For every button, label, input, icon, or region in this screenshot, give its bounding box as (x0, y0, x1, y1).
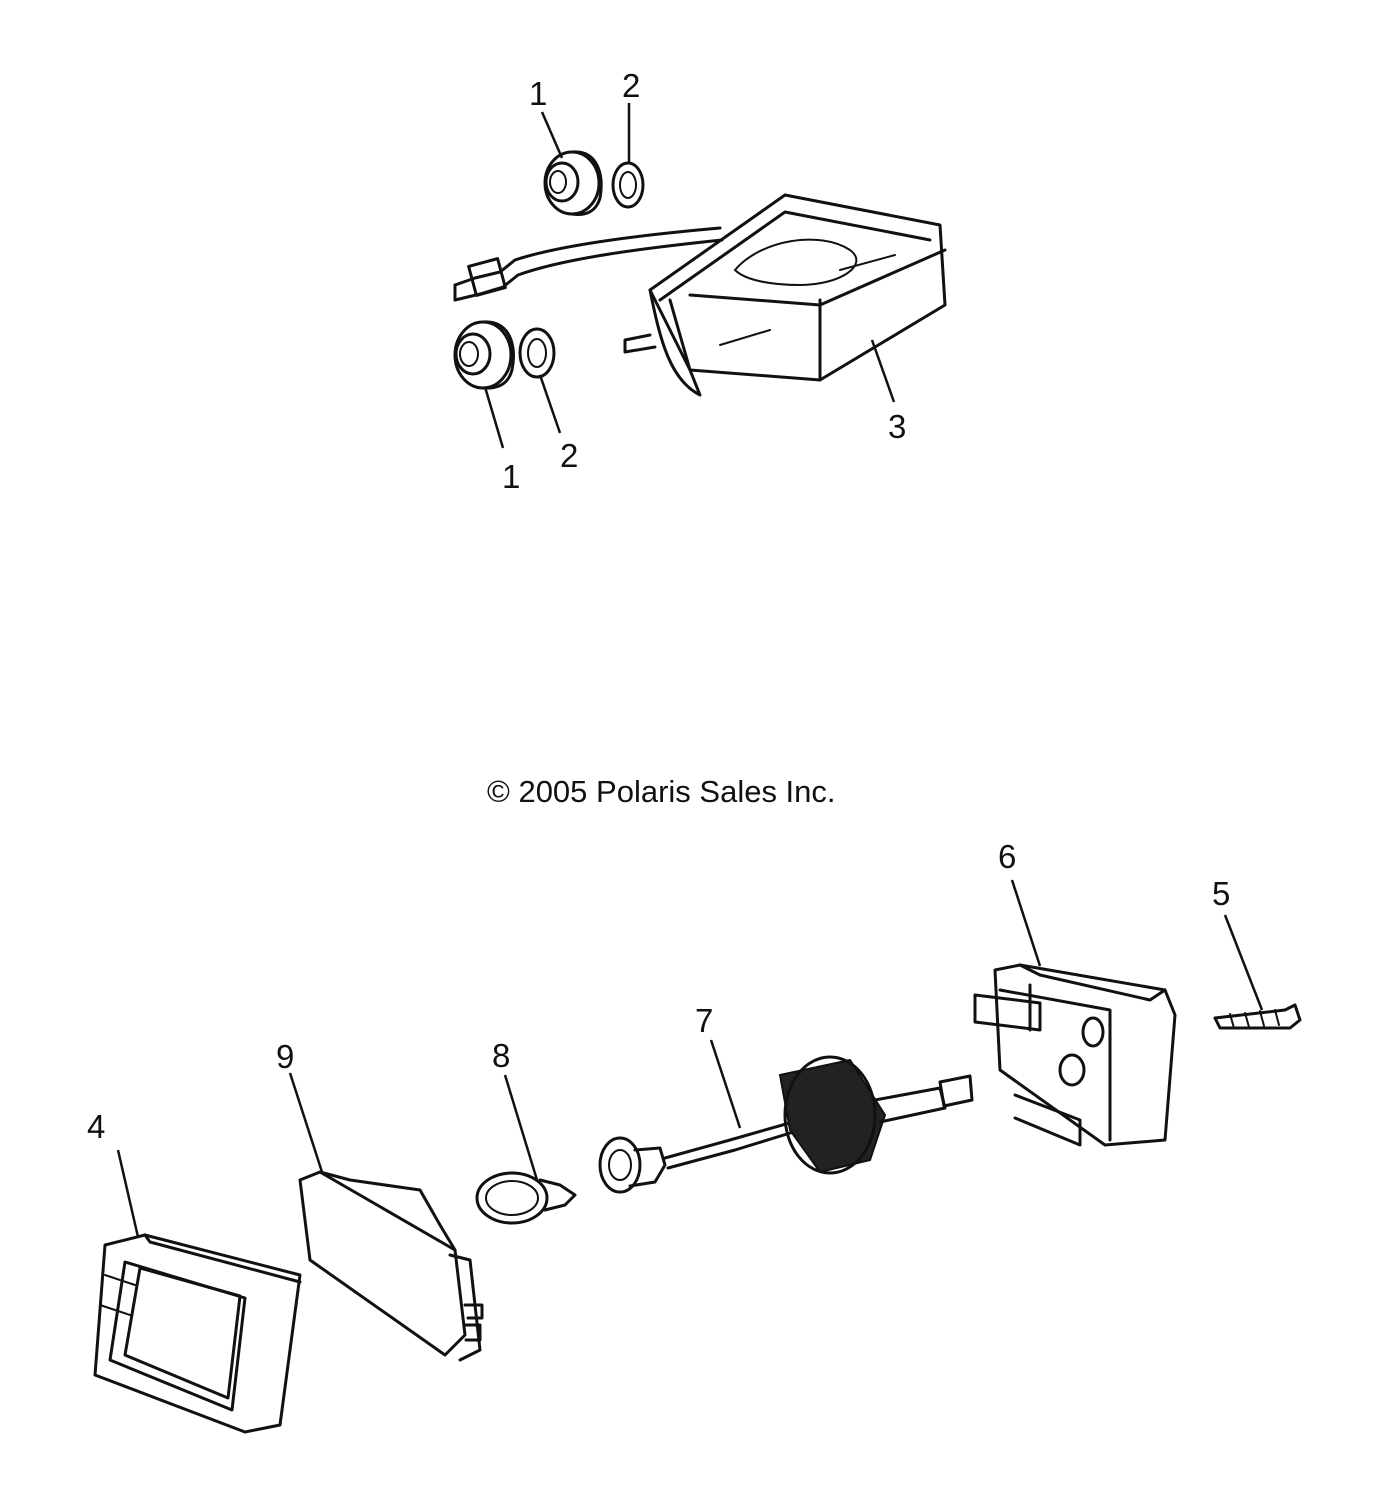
tail-light-housing (453, 193, 947, 397)
copyright-notice: © 2005 Polaris Sales Inc. (487, 774, 836, 809)
headlight-assembly (93, 963, 1302, 1434)
headlight-housing (973, 963, 1177, 1147)
washer-lower (518, 327, 556, 379)
callout-8: 8 (492, 1037, 510, 1074)
callout-1-upper: 1 (529, 75, 547, 112)
callout-6: 6 (998, 838, 1016, 875)
grommet-lower (453, 320, 515, 390)
callout-5: 5 (1212, 875, 1230, 912)
screw (1213, 1003, 1302, 1030)
callout-9: 9 (276, 1038, 294, 1075)
callout-2-lower: 2 (560, 437, 578, 474)
callout-2-upper: 2 (622, 67, 640, 104)
bulb-seal (475, 1171, 577, 1225)
callout-labels: 1 2 1 2 3 4 5 6 7 8 9 (87, 67, 1230, 1145)
headlight-lens (298, 1170, 484, 1362)
headlight-bezel (93, 1233, 302, 1434)
callout-4: 4 (87, 1108, 105, 1145)
grommet-upper (543, 150, 603, 216)
leader-lines (116, 103, 1264, 1238)
tail-light-assembly (453, 150, 947, 397)
callout-1-lower: 1 (502, 458, 520, 495)
headlight-bulb-adjuster (598, 1055, 974, 1194)
callout-3: 3 (888, 408, 906, 445)
callout-7: 7 (695, 1002, 713, 1039)
washer-upper (611, 161, 645, 209)
